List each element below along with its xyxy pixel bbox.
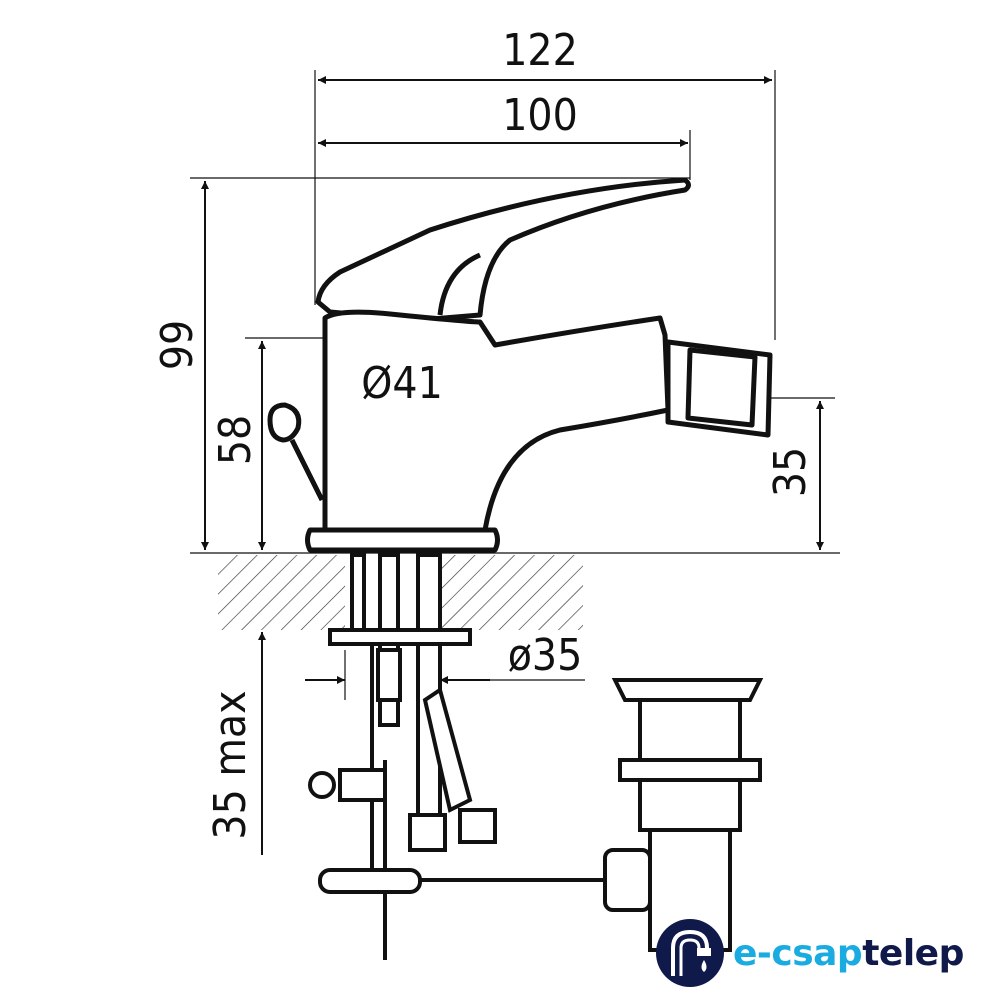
dim-spout-height: 35	[765, 447, 816, 497]
faucet-body	[267, 177, 773, 553]
drain-cap	[611, 678, 764, 702]
lever-handle	[315, 177, 691, 323]
dim-body-diameter: Ø41	[361, 358, 443, 409]
dim-hole-diameter: ø35	[508, 630, 583, 681]
brand-logo: e-csaptelep	[655, 918, 964, 988]
installation-parts	[308, 553, 764, 960]
faucet-logo-icon	[656, 919, 724, 987]
dimension-lines	[190, 70, 840, 855]
dim-total-height: 99	[152, 320, 203, 370]
dim-lever-width: 100	[502, 90, 578, 141]
faucet-base	[305, 527, 500, 553]
dim-max-thickness: 35 max	[205, 690, 256, 839]
faucet-main-body	[322, 309, 671, 533]
brand-name: e-csaptelep	[733, 932, 964, 974]
pop-up-knob	[267, 402, 302, 443]
dim-body-height: 58	[210, 415, 261, 465]
dim-overall-width: 122	[502, 25, 578, 76]
